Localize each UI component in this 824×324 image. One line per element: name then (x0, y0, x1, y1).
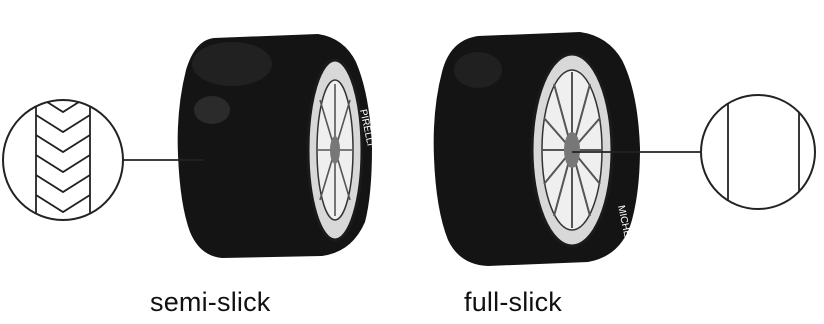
semi-slick-tire: PIRELLI (178, 34, 376, 258)
semi-slick-tread-detail (3, 95, 123, 232)
semi-slick-caption: semi-slick (150, 287, 271, 318)
full-slick-tire: MICHELIN (434, 32, 640, 266)
full-slick-tread-detail (701, 92, 815, 212)
full-slick-caption: full-slick (464, 287, 562, 318)
